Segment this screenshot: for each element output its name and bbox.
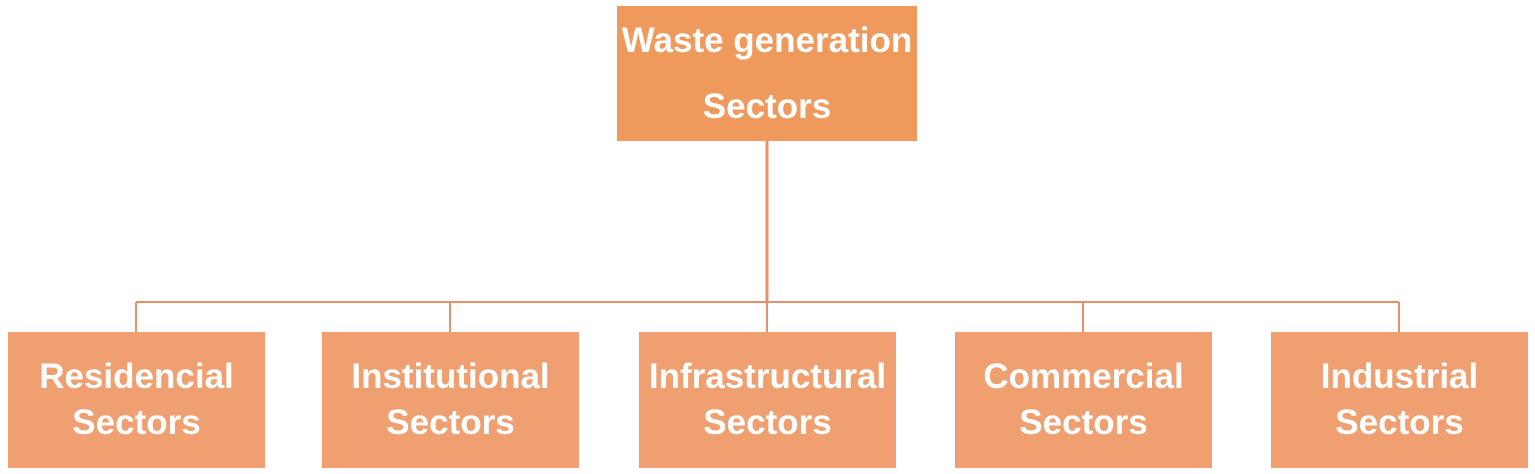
child-node-line2: Sectors [1019, 403, 1148, 442]
child-node-line2: Sectors [72, 403, 201, 442]
child-node-residencial: Residencial Sectors [8, 332, 265, 468]
child-node-line2: Sectors [703, 403, 832, 442]
child-node-line1: Residencial [39, 357, 234, 396]
child-node-line2: Sectors [386, 403, 515, 442]
child-node-line1: Commercial [983, 357, 1184, 396]
child-node-industrial: Industrial Sectors [1271, 332, 1528, 468]
root-node-line2: Sectors [702, 86, 832, 126]
child-node-line2: Sectors [1335, 403, 1464, 442]
root-node-waste-generation: Waste generation Sectors [617, 6, 917, 141]
child-node-line1: Infrastructural [648, 357, 887, 396]
child-node-infrastructural: Infrastructural Sectors [639, 332, 896, 468]
child-node-commercial: Commercial Sectors [955, 332, 1212, 468]
child-node-line1: Institutional [351, 357, 550, 396]
root-node-line1: Waste generation [621, 20, 913, 60]
child-node-institutional: Institutional Sectors [322, 332, 579, 468]
child-node-line1: Industrial [1320, 357, 1479, 396]
